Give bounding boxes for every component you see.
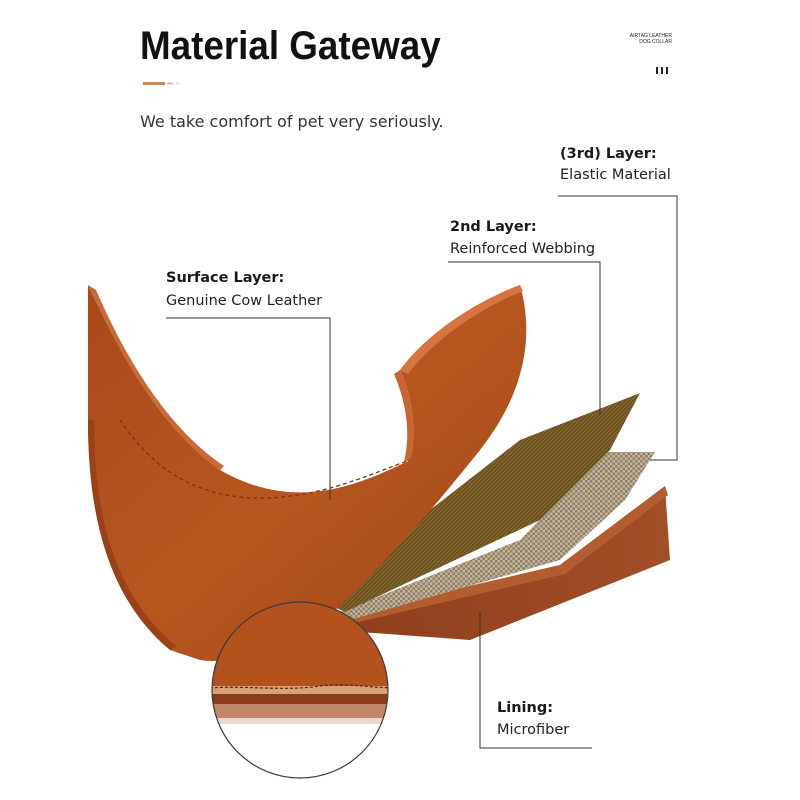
page-title: Material Gateway (140, 24, 441, 68)
leader-second-layer (448, 261, 601, 415)
third-layer-heading: (3rd) Layer: (560, 146, 657, 162)
leader-surface-layer (166, 317, 331, 500)
surface-layer-heading: Surface Layer: (166, 270, 285, 286)
surface-layer-description: Genuine Cow Leather (166, 293, 323, 309)
lining-description: Microfiber (497, 722, 570, 738)
leader-third-layer (558, 195, 678, 461)
subtitle: We take comfort of pet very seriously. (140, 112, 444, 131)
elastic-layer (340, 452, 655, 620)
second-layer-heading: 2nd Layer: (450, 219, 537, 235)
leader-lining (479, 612, 592, 749)
surface-leather-layer (88, 285, 527, 661)
third-layer-description: Elastic Material (560, 167, 671, 183)
brand-text: AIRTAG LEATHER DOG COLLAR (629, 33, 672, 45)
webbing-layer (330, 393, 640, 612)
title-accent-bar (143, 82, 179, 85)
lining-heading: Lining: (497, 700, 554, 716)
second-layer-description: Reinforced Webbing (450, 241, 596, 257)
brand-mark-icon (656, 67, 668, 74)
